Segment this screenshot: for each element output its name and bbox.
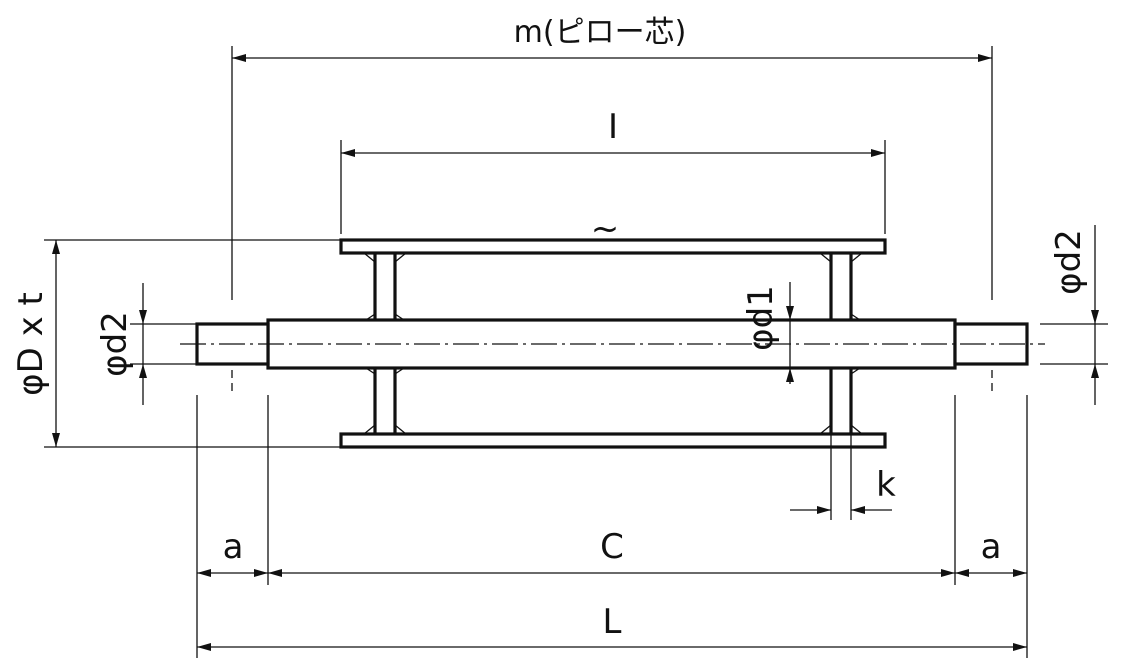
dimension-lines — [52, 54, 1099, 651]
tube-top-wall — [339, 238, 887, 255]
tube-bottom-wall — [339, 432, 887, 449]
label-center-length: C — [600, 527, 624, 567]
label-shaft-dia-right: φd2 — [1049, 229, 1089, 295]
label-pitch: m(ピロー芯) — [514, 15, 687, 50]
label-tilde: ~ — [591, 209, 620, 249]
dimension-labels: m(ピロー芯) I ~ φD x t φd2 φd2 φd1 k a C a L — [11, 15, 1089, 642]
label-disc-thickness: k — [876, 465, 896, 505]
label-bore-dia: φd1 — [741, 285, 781, 351]
label-outer-dia: φD x t — [11, 292, 51, 396]
label-total-length: L — [603, 602, 622, 642]
extension-lines — [44, 46, 1108, 658]
label-end-left: a — [223, 527, 244, 567]
label-end-right: a — [981, 527, 1002, 567]
roller-body — [180, 238, 1045, 449]
label-inner-length: I — [608, 107, 618, 147]
label-shaft-dia-left: φd2 — [95, 311, 135, 377]
